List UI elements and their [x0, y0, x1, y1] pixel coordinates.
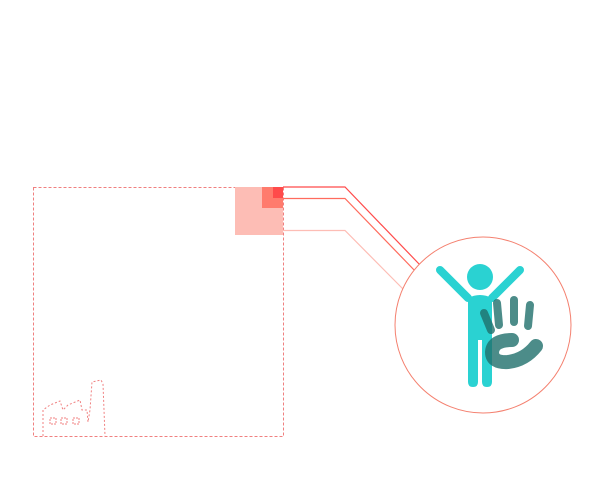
- person-arms-raised-icon: [436, 264, 524, 387]
- factory-window: [72, 417, 80, 425]
- zoom-region-small: [273, 187, 283, 198]
- callout-line-large: [283, 229, 404, 290]
- callout-line-small: [283, 186, 422, 267]
- callout-line-medium: [283, 197, 418, 274]
- hand-icon: [480, 296, 543, 370]
- factory-window: [49, 417, 57, 425]
- factory-icon: [42, 379, 106, 437]
- factory-window: [60, 417, 68, 425]
- scene-frame: [33, 187, 284, 437]
